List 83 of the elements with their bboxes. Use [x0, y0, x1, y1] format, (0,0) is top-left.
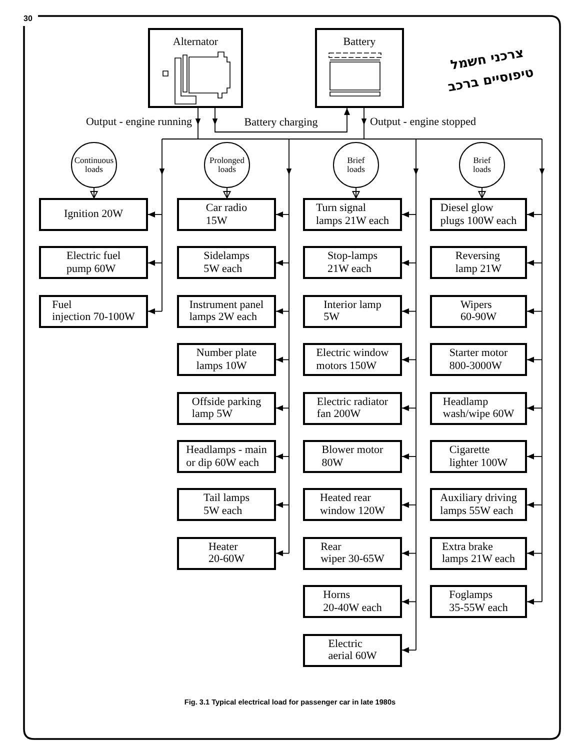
arrow: [276, 356, 290, 363]
arrow: [526, 454, 542, 460]
arrow: [148, 212, 162, 218]
load-box: Interior lamp 5W: [303, 294, 402, 328]
arrow: [526, 260, 542, 266]
arrow: [539, 138, 545, 602]
load-box: Car radio 15W: [177, 198, 276, 231]
arrow: [195, 108, 201, 140]
arrow: [90, 188, 98, 198]
load-box: Cigarette lighter 100W: [430, 440, 527, 473]
load-box: Fuel injection 70-100W: [39, 294, 148, 328]
load-box: Foglamps 35-55W each: [430, 585, 527, 618]
load-box: Starter motor 800-3000W: [430, 343, 527, 376]
load-box: Sidelamps 5W each: [177, 246, 276, 280]
load-box: Rear wiper 30-65W: [303, 536, 402, 570]
arrow: [413, 138, 419, 651]
page-number: 30: [24, 12, 32, 24]
arrow: [526, 598, 542, 605]
load-box: Heated rear window 120W: [303, 488, 402, 522]
load-box: Headlamp wash/wipe 60W: [430, 392, 527, 425]
arrow: [276, 260, 290, 266]
load-box: Offside parking lamp 5W: [177, 392, 276, 425]
load-box: Blower motor 80W: [303, 440, 402, 473]
arrow: [526, 308, 542, 314]
load-box: Heater 20-60W: [177, 536, 276, 570]
arrow: [361, 108, 367, 140]
load-box: Electric aerial 60W: [303, 634, 402, 667]
load-box: Diesel glow plugs 100W each: [430, 198, 527, 231]
wire-label: Output - engine stopped: [370, 116, 476, 128]
arrow: [402, 356, 416, 363]
load-box: Instrument panel lamps 2W each: [177, 294, 276, 328]
category-circle: Continuous loads: [71, 142, 117, 188]
load-box: Electric window motors 150W: [303, 343, 402, 376]
arrow: [148, 308, 162, 314]
load-box: Horns 20-40W each: [303, 585, 402, 618]
category-circle: Prolonged loads: [204, 142, 250, 188]
arrow: [402, 647, 416, 654]
arrow: [402, 502, 416, 508]
arrow: [148, 260, 162, 266]
arrow: [212, 108, 350, 132]
component-box: Battery: [315, 28, 404, 108]
arrow: [402, 454, 416, 460]
load-box: Reversing lamp 21W: [430, 246, 527, 280]
arrow: [402, 550, 416, 556]
arrow: [223, 188, 231, 198]
arrow: [276, 454, 290, 460]
arrow: [276, 405, 290, 412]
load-box: Electric fuel pump 60W: [39, 246, 148, 280]
arrow: [276, 212, 290, 218]
category-circle: Brief loads: [333, 142, 379, 188]
arrow: [276, 550, 290, 556]
arrow: [402, 260, 416, 266]
category-circle: Brief loads: [459, 142, 505, 188]
arrow: [286, 138, 292, 554]
arrow: [352, 188, 360, 198]
arrow: [526, 550, 542, 556]
arrow: [276, 502, 290, 508]
component-box: Alternator: [148, 28, 243, 108]
load-box: Stop-lamps 21W each: [303, 246, 402, 280]
edge-label: Battery charging: [243, 116, 319, 129]
arrow: [402, 598, 416, 605]
load-box: Turn signal lamps 21W each: [303, 198, 402, 231]
load-box: Electric radiator fan 200W: [303, 392, 402, 425]
arrow: [526, 405, 542, 412]
wire-label: Output - engine running: [86, 116, 192, 128]
load-box: Wipers 60-90W: [430, 294, 527, 328]
load-box: Extra brake lamps 21W each: [430, 536, 527, 570]
arrow: [402, 212, 416, 218]
load-box: Tail lamps 5W each: [177, 488, 276, 522]
load-box: Number plate lamps 10W: [177, 343, 276, 376]
arrow: [478, 188, 486, 198]
arrow: [526, 502, 542, 508]
arrow: [526, 356, 542, 363]
heading: צרכני חשמל טיפוסיים ברכב: [446, 44, 536, 98]
load-box: Ignition 20W: [39, 198, 148, 231]
arrow: [402, 405, 416, 412]
arrow: [402, 308, 416, 314]
arrow: [276, 308, 290, 314]
bus-line: [162, 138, 542, 140]
load-box: Headlamps - main or dip 60W each: [177, 440, 276, 473]
arrow: [526, 212, 542, 218]
arrow: [159, 138, 165, 312]
load-box: Auxiliary driving lamps 55W each: [430, 488, 527, 522]
